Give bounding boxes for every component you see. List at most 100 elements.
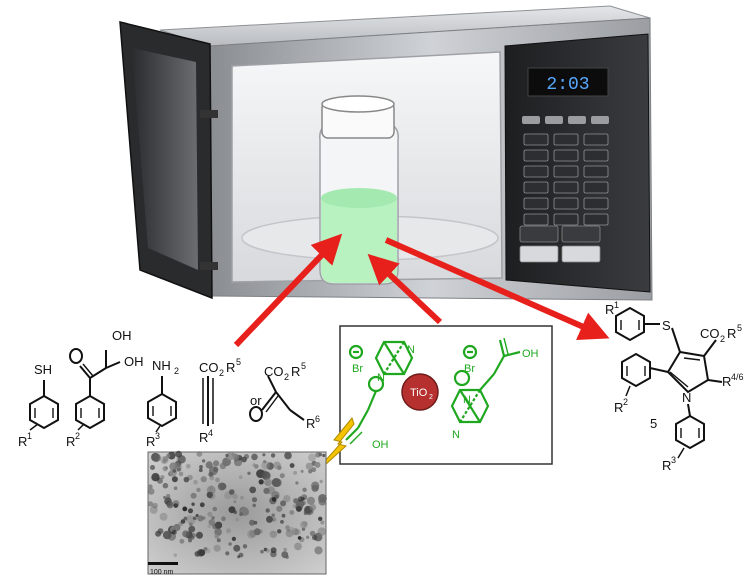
co2r5-alkyne-label: CO xyxy=(199,360,219,375)
keypad-button[interactable] xyxy=(583,165,609,178)
co2r5-keto-sup: 5 xyxy=(301,361,306,371)
tem-particle xyxy=(294,542,302,551)
start-stop-button[interactable] xyxy=(561,245,601,263)
panel-button[interactable] xyxy=(545,116,563,124)
product-r46: R xyxy=(722,374,731,389)
tem-micrograph: 100 nm xyxy=(147,450,327,576)
tem-scale-label: 100 nm xyxy=(150,569,174,576)
tem-particle xyxy=(173,553,177,557)
tem-particle xyxy=(225,453,229,458)
tem-particle xyxy=(260,549,264,554)
tem-particle xyxy=(308,469,313,474)
tem-particle xyxy=(305,462,313,470)
tem-particle xyxy=(241,456,247,463)
keypad-button[interactable] xyxy=(583,213,609,226)
n-plus-left: N xyxy=(377,372,385,384)
tem-particle xyxy=(300,469,304,473)
tem-particle xyxy=(279,473,285,479)
keypad-button[interactable] xyxy=(553,133,579,146)
tem-particle xyxy=(207,524,211,529)
tem-particle xyxy=(252,503,256,508)
keypad-button[interactable] xyxy=(553,197,579,210)
function-button[interactable] xyxy=(519,225,559,243)
tem-particle xyxy=(190,492,197,499)
keypad-button[interactable] xyxy=(583,149,609,162)
tem-particle xyxy=(229,489,235,495)
tem-particle xyxy=(295,505,302,512)
tem-particle xyxy=(190,535,195,540)
tem-particle xyxy=(147,501,154,507)
keypad-button[interactable] xyxy=(553,213,579,226)
tem-particle xyxy=(233,544,241,552)
tio2-sub: 2 xyxy=(429,394,433,401)
keypad-button[interactable] xyxy=(583,181,609,194)
tem-particle xyxy=(286,526,296,536)
tem-particle xyxy=(274,494,279,499)
r1-sup: 1 xyxy=(27,431,32,441)
tem-particle xyxy=(166,493,171,499)
keypad-button[interactable] xyxy=(553,165,579,178)
keypad-button[interactable] xyxy=(553,181,579,194)
arrow-catalyst-to-vial xyxy=(367,253,443,325)
keypad-button[interactable] xyxy=(553,149,579,162)
keypad xyxy=(519,116,609,263)
r4-label: R xyxy=(199,430,208,445)
keypad-button[interactable] xyxy=(523,165,549,178)
function-button[interactable] xyxy=(561,225,601,243)
product-n-label: N xyxy=(682,390,691,405)
keypad-button[interactable] xyxy=(523,213,549,226)
co2r5-keto-sub: 2 xyxy=(284,372,289,382)
tem-particle xyxy=(276,505,283,512)
tem-particle xyxy=(173,486,178,491)
timer-display xyxy=(527,67,609,97)
tem-particle xyxy=(242,544,248,549)
reaction-vial xyxy=(319,95,399,285)
tem-particle xyxy=(271,517,277,522)
keypad-button[interactable] xyxy=(583,197,609,210)
tem-particle xyxy=(174,464,182,472)
tio2-nanoparticle xyxy=(401,373,439,411)
tem-particle xyxy=(318,516,323,521)
co2r5-keto-label: CO xyxy=(264,364,284,379)
tem-particle xyxy=(251,453,258,461)
tem-particle xyxy=(240,495,244,500)
tem-particle xyxy=(191,519,196,524)
keypad-button[interactable] xyxy=(523,133,549,146)
oh-left-acid: OH xyxy=(372,439,389,451)
keypad-button[interactable] xyxy=(523,149,549,162)
tem-particle xyxy=(211,516,215,520)
tem-particle xyxy=(309,530,316,537)
tem-particle xyxy=(266,515,273,523)
product-co2r: CO xyxy=(700,326,720,341)
tem-particle xyxy=(297,496,304,502)
tem-particle xyxy=(235,517,240,522)
tem-particle xyxy=(171,529,177,535)
tem-particle xyxy=(212,523,218,530)
tem-particle xyxy=(249,519,255,526)
product-r46-sup: 4/6 xyxy=(731,372,744,382)
tem-particle xyxy=(277,529,282,534)
keypad-button[interactable] xyxy=(523,181,549,194)
panel-button[interactable] xyxy=(568,116,586,124)
tem-particle xyxy=(228,506,236,514)
tem-particle xyxy=(306,496,315,505)
keypad-button[interactable] xyxy=(583,133,609,146)
panel-button[interactable] xyxy=(522,116,540,124)
tem-particle xyxy=(226,528,231,534)
panel-button[interactable] xyxy=(591,116,609,124)
product-co2r-tail: R xyxy=(727,326,736,341)
tem-particle xyxy=(147,488,155,495)
r3-label: R xyxy=(146,434,155,449)
keypad-button[interactable] xyxy=(523,197,549,210)
catalyst-box: N N OH Br N N xyxy=(339,325,553,465)
oh-side-label: OH xyxy=(124,354,144,369)
door-window xyxy=(132,48,198,270)
r6-label: R xyxy=(306,416,315,431)
timer-display-text: 2:03 xyxy=(546,75,589,95)
tem-particle xyxy=(292,504,297,508)
arrow-vial-to-product xyxy=(384,237,610,341)
product-r3: R xyxy=(662,458,671,473)
tem-particle xyxy=(271,513,275,517)
product-r3-sup: 3 xyxy=(671,455,676,465)
start-stop-button[interactable] xyxy=(519,245,559,263)
